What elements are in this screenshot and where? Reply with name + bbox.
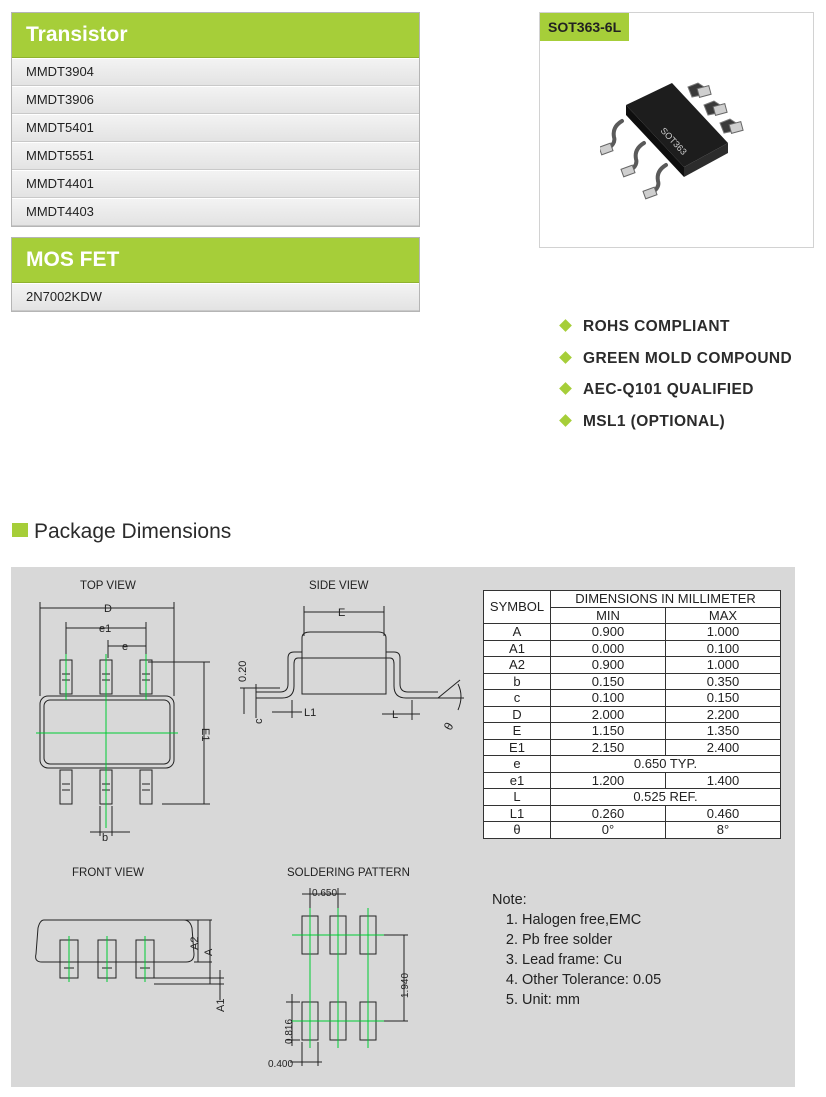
table-header-symbol: SYMBOL: [483, 590, 551, 624]
dim-label-theta: θ: [441, 720, 457, 733]
feature-item: ROHS COMPLIANT: [558, 318, 792, 350]
list-item[interactable]: MMDT3904: [12, 58, 419, 86]
top-view-title: TOP VIEW: [80, 580, 136, 592]
feature-item: MSL1 (OPTIONAL): [558, 413, 792, 445]
table-header-min: MIN: [550, 606, 666, 624]
dimensions-table: SYMBOL DIMENSIONS IN MILLIMETER MIN MAX …: [483, 590, 781, 839]
dim-label-pad-length: 0.816: [284, 1019, 295, 1044]
transistor-title: Transistor: [12, 13, 419, 58]
table-header-dimensions: DIMENSIONS IN MILLIMETER: [550, 590, 781, 608]
square-bullet-icon: [12, 523, 28, 537]
dim-label-e1: e1: [99, 623, 111, 635]
side-view-drawing: E 0.20 c L1 L θ: [237, 606, 464, 733]
dim-label-pitch: 0.650: [312, 888, 337, 899]
soldering-pattern-title: SOLDERING PATTERN: [287, 867, 410, 879]
dim-label-a2: A2: [189, 937, 201, 950]
list-item[interactable]: MMDT5401: [12, 114, 419, 142]
dim-label-b: b: [102, 832, 108, 844]
dim-label-a1: A1: [215, 999, 227, 1012]
front-view-drawing: A2 A A1: [35, 919, 227, 1012]
dim-label-a: A: [203, 948, 215, 956]
list-item[interactable]: 2N7002KDW: [12, 283, 419, 311]
front-view-title: FRONT VIEW: [72, 867, 144, 879]
diamond-bullet-icon: [559, 319, 572, 332]
note-item: Lead frame: Cu: [522, 950, 661, 970]
note-item: Halogen free,EMC: [522, 910, 661, 930]
dim-label-e1-height: E1: [199, 728, 211, 741]
dim-label-020: 0.20: [237, 661, 249, 682]
soldering-pattern-drawing: 0.650 1.940 0.816 0.400: [268, 888, 411, 1070]
dim-label-c: c: [253, 718, 265, 724]
side-view-title: SIDE VIEW: [309, 580, 369, 592]
transistor-panel: Transistor MMDT3904 MMDT3906 MMDT5401 MM…: [11, 12, 420, 227]
package-chip-image: SOT363: [600, 82, 744, 200]
list-item[interactable]: MMDT5551: [12, 142, 419, 170]
mosfet-title: MOS FET: [12, 238, 419, 283]
dim-label-e: e: [122, 641, 128, 653]
list-item[interactable]: MMDT4403: [12, 198, 419, 226]
table-header-max: MAX: [665, 606, 781, 624]
list-item[interactable]: MMDT4401: [12, 170, 419, 198]
diamond-bullet-icon: [559, 350, 572, 364]
feature-item: GREEN MOLD COMPOUND: [558, 350, 792, 382]
mosfet-panel: MOS FET 2N7002KDW: [11, 237, 420, 312]
feature-list: ROHS COMPLIANT GREEN MOLD COMPOUND AEC-Q…: [558, 318, 792, 444]
top-view-drawing: D e1 e E1 b: [36, 602, 211, 844]
list-item[interactable]: MMDT3906: [12, 86, 419, 114]
diamond-bullet-icon: [559, 413, 572, 427]
feature-item: AEC-Q101 QUALIFIED: [558, 381, 792, 413]
section-title: Package Dimensions: [12, 520, 231, 544]
note-item: Pb free solder: [522, 930, 661, 950]
dim-label-pad-width: 0.400: [268, 1059, 293, 1070]
diamond-bullet-icon: [559, 382, 572, 395]
note-item: Unit: mm: [522, 990, 661, 1010]
notes-title: Note:: [492, 892, 527, 908]
dim-label-l: L: [392, 709, 398, 721]
notes: Note: Halogen free,EMC Pb free solder Le…: [492, 890, 661, 1010]
package-image-box: SOT363-6L SOT363: [539, 12, 814, 248]
dim-label-e-width: E: [338, 607, 345, 619]
dim-label-l1: L1: [304, 707, 316, 719]
dim-label-row-gap: 1.940: [400, 973, 411, 998]
dim-label-d: D: [104, 603, 112, 615]
package-label: SOT363-6L: [540, 13, 630, 41]
note-item: Other Tolerance: 0.05: [522, 970, 661, 990]
